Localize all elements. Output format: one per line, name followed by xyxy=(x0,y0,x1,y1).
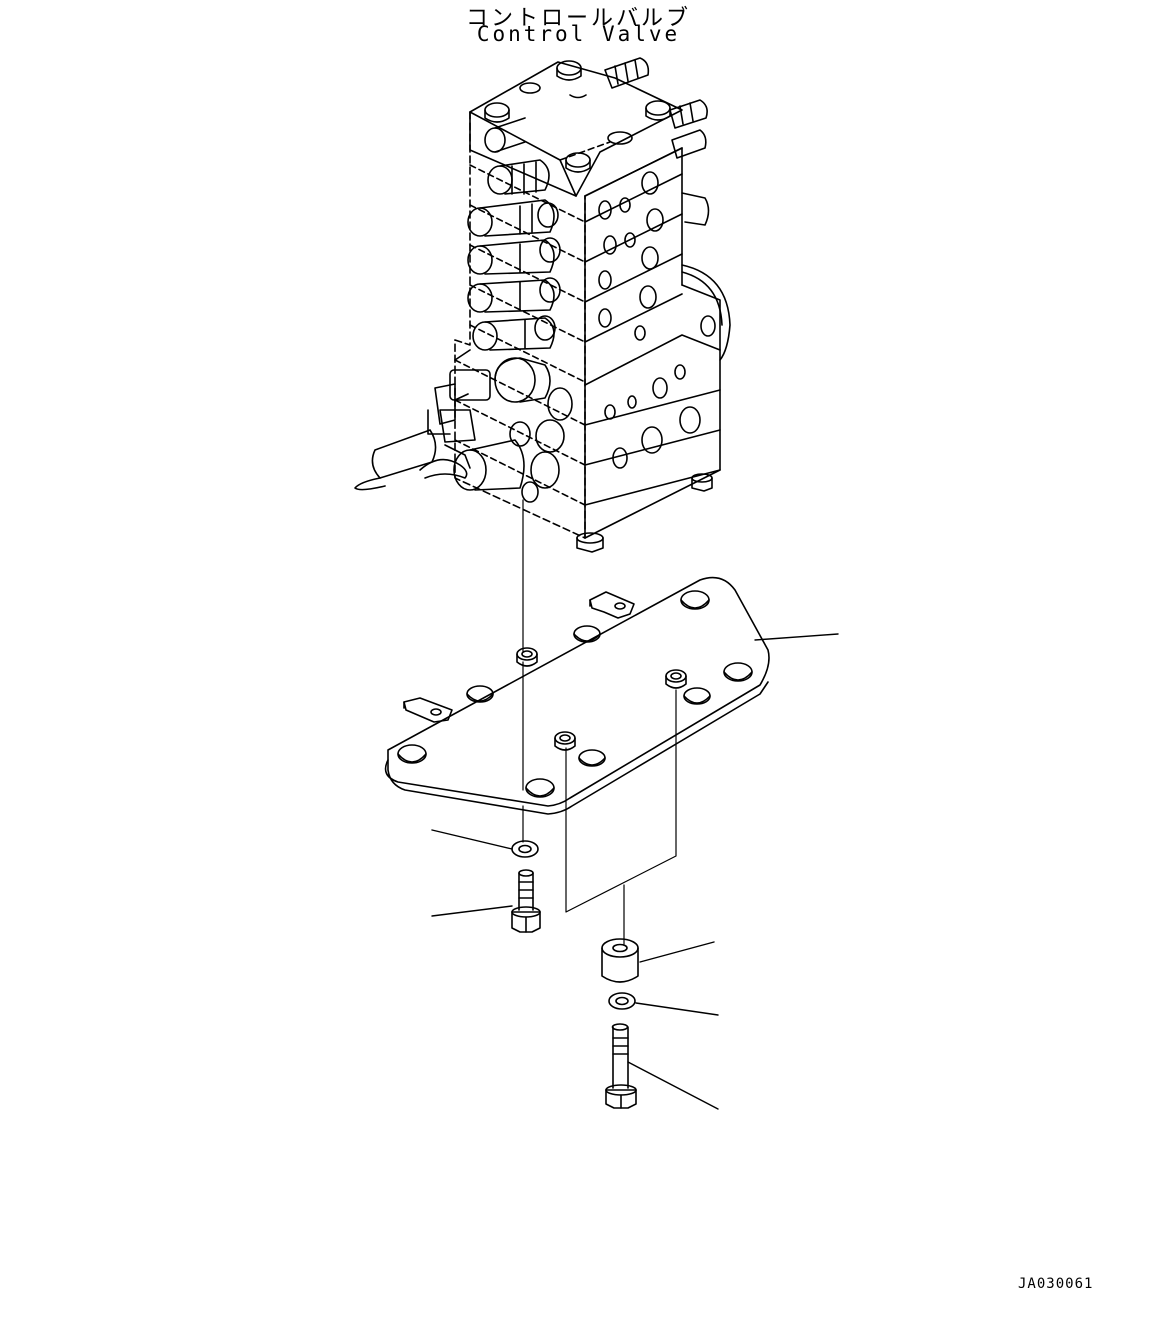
wire-harness xyxy=(354,409,476,491)
control-valve-label-en: Control Valve xyxy=(476,22,681,46)
spacer-collar xyxy=(601,938,715,983)
bolt-left xyxy=(431,869,541,933)
valve-ports xyxy=(598,171,716,469)
center-lines xyxy=(522,499,677,945)
bottom-nuts xyxy=(576,473,713,553)
spool-solenoids xyxy=(467,117,561,351)
washer-right xyxy=(608,992,719,1016)
bolt-right xyxy=(605,1023,719,1110)
control-valve-assembly xyxy=(354,57,731,553)
washer-left xyxy=(431,829,539,858)
top-bolts xyxy=(484,60,671,173)
control-valve-label-jp: コントロールバルブ xyxy=(465,6,691,31)
lower-solenoids xyxy=(434,349,573,503)
top-solenoids xyxy=(604,57,710,226)
drawing-id: JA030061 xyxy=(1018,1276,1094,1292)
mounting-plate xyxy=(384,576,839,815)
